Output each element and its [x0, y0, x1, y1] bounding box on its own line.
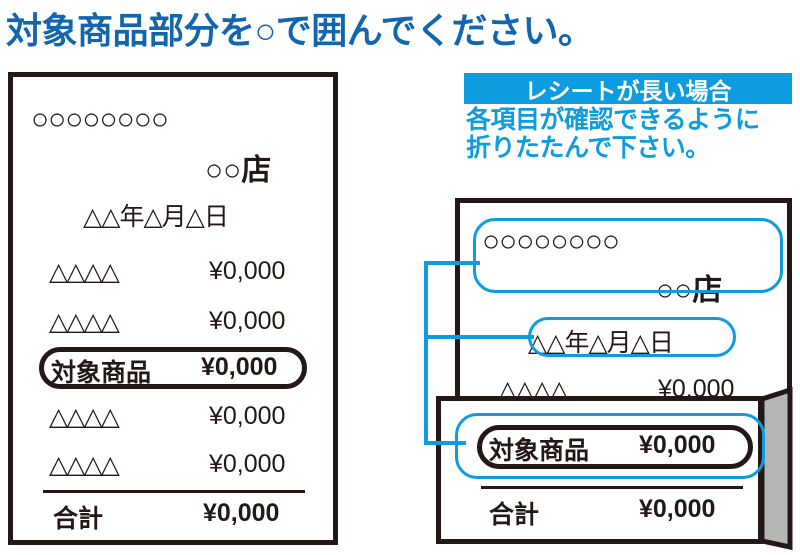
left-item-price-1: ¥0,000	[209, 307, 286, 335]
left-total-divider	[43, 490, 305, 493]
left-item-price-4: ¥0,000	[209, 450, 286, 478]
page-title: 対象商品部分を○で囲んでください。	[6, 10, 594, 51]
left-shop-circles: ○○○○○○○○	[31, 103, 169, 136]
long-receipt-banner: レシートが長い場合	[464, 73, 792, 104]
right-shop-circles: ○○○○○○○○	[482, 225, 620, 258]
left-item-name-1: △△△△	[49, 308, 120, 336]
connector-branch-shop	[424, 261, 480, 265]
left-item-name-2: 対象商品	[51, 359, 152, 387]
folded-receipt-front-panel: 対象商品 ¥0,000 合計 ¥0,000	[436, 396, 763, 544]
left-item-price-2: ¥0,000	[201, 353, 278, 381]
highlight-marked-item	[455, 413, 765, 479]
connector-branch-item	[424, 441, 466, 445]
left-item-name-3: △△△△	[49, 403, 120, 431]
right-total-price: ¥0,000	[639, 495, 716, 523]
fold-instruction-line1: 各項目が確認できるように	[466, 106, 760, 134]
right-item-name-1: 対象商品	[489, 437, 590, 465]
left-total-label: 合計	[53, 505, 104, 533]
fold-instruction-note: 各項目が確認できるように 折りたたんで下さい。	[466, 106, 800, 162]
right-total-divider	[481, 486, 743, 489]
right-item-price-1: ¥0,000	[639, 431, 716, 459]
left-item-price-3: ¥0,000	[209, 402, 286, 430]
left-item-price-0: ¥0,000	[209, 257, 286, 285]
left-receipt-sheet: ○○○○○○○○ ○○店 △△年△月△日 △△△△ ¥0,000 △△△△ ¥0…	[8, 72, 338, 545]
highlight-date	[528, 317, 736, 357]
connector-spine	[424, 261, 428, 445]
fold-instruction-line2: 折りたたんで下さい。	[466, 134, 710, 162]
left-receipt-date: △△年△月△日	[83, 203, 229, 231]
connector-branch-date	[424, 335, 534, 339]
left-item-name-0: △△△△	[49, 258, 120, 286]
right-total-label: 合計	[489, 501, 540, 529]
right-marked-item-circle	[477, 425, 753, 469]
left-total-price: ¥0,000	[203, 499, 280, 527]
highlight-shop-block	[473, 218, 783, 293]
left-item-name-4: △△△△	[49, 451, 120, 479]
left-shop-name: ○○店	[205, 154, 272, 187]
right-receipt-date: △△年△月△日	[528, 329, 674, 357]
left-marked-item-circle	[39, 347, 307, 389]
